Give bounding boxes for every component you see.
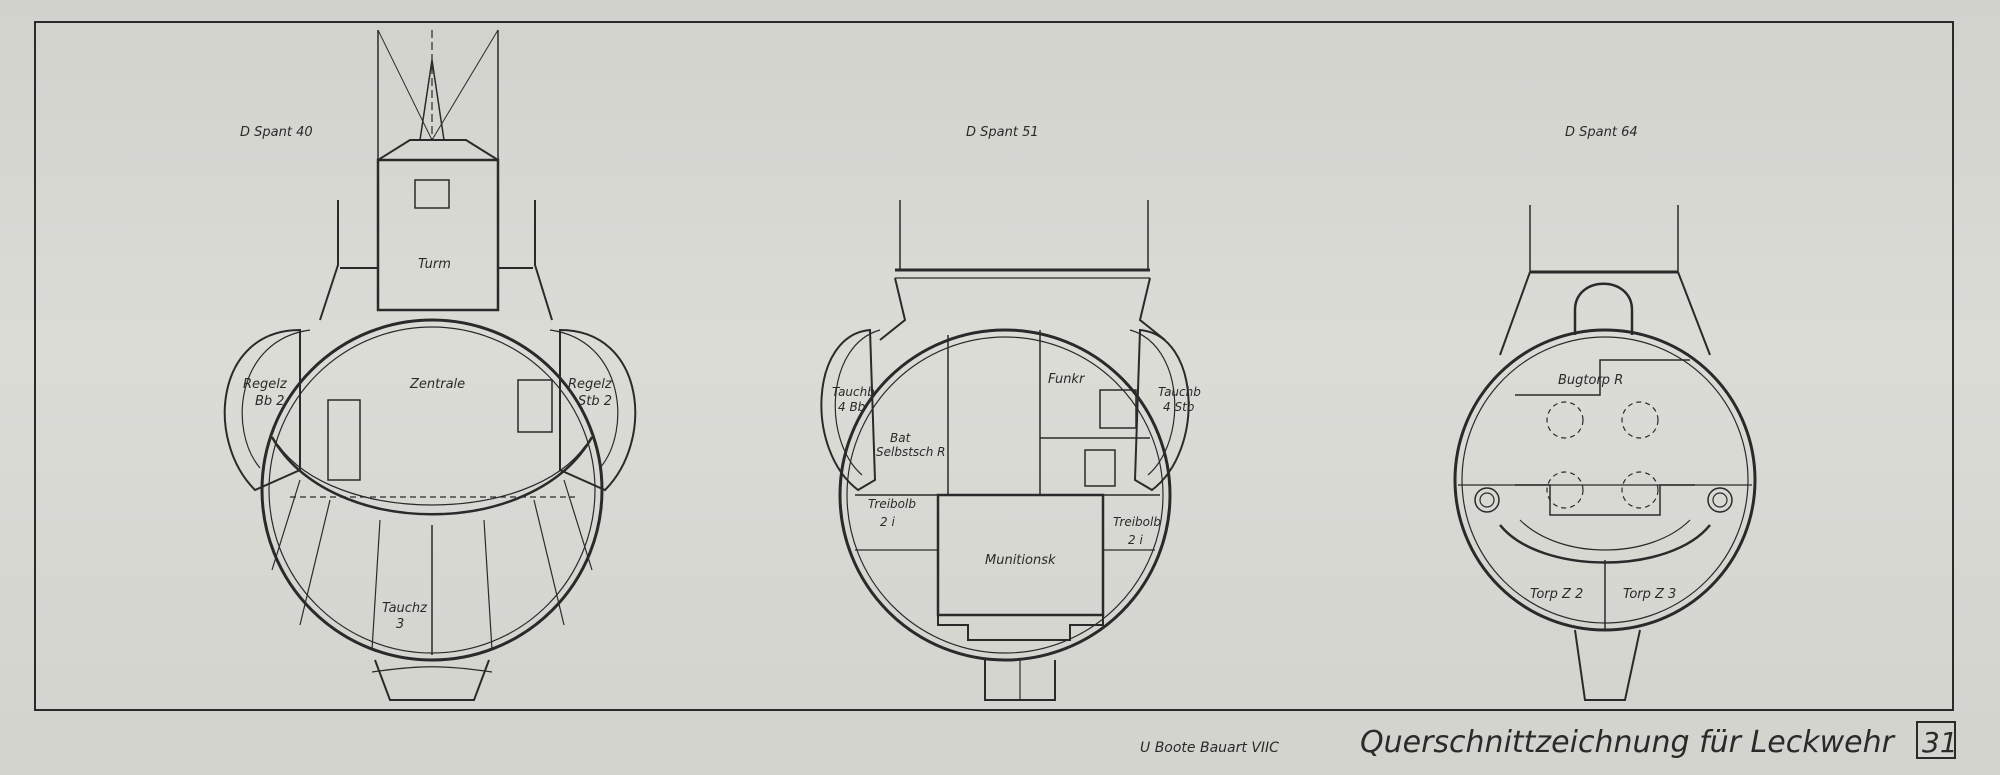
label-tauchz-2: 3 — [396, 617, 404, 632]
label-tauchb-stb-2: 4 Stb — [1163, 400, 1195, 414]
tauchb-bb-tank — [820, 328, 877, 492]
heading-spant-51: D Spant 51 — [966, 125, 1039, 140]
sheet-number-box — [1916, 721, 1956, 759]
label-regelz-stb-2: Stb 2 — [578, 394, 612, 409]
regelz-bb-tank — [223, 328, 301, 492]
label-treibolb-right-2: 2 i — [1128, 533, 1143, 547]
label-regelz-bb-1: Regelz — [243, 377, 288, 392]
turm-tower — [376, 158, 500, 312]
section-spant-64 — [1453, 205, 1757, 701]
munitionsk-box — [936, 493, 1105, 617]
label-funkr: Funkr — [1048, 372, 1086, 387]
label-zentrale: Zentrale — [409, 377, 465, 392]
drawing-title: Querschnittzeichnung für Leckwehr — [1360, 725, 1896, 760]
label-tauchb-bb-2: 4 Bb — [838, 400, 866, 414]
pressure-hull-40 — [260, 318, 604, 662]
heading-spant-40: D Spant 40 — [240, 125, 313, 140]
label-turm: Turm — [418, 257, 451, 272]
heading-spant-64: D Spant 64 — [1565, 125, 1638, 140]
labels: D Spant 40 D Spant 51 D Spant 64 Turm Ze… — [240, 125, 1958, 760]
label-treibolb-left-1: Treibolb — [868, 497, 916, 511]
label-bugtorp: Bugtorp R — [1558, 373, 1623, 388]
label-tauchb-stb-1: Tauchb — [1158, 385, 1201, 399]
label-treibolb-right-1: Treibolb — [1113, 515, 1161, 529]
regelz-stb-tank — [559, 328, 637, 492]
label-torp-z3: Torp Z 3 — [1623, 587, 1676, 602]
label-munitionsk: Munitionsk — [985, 553, 1056, 568]
label-bat-1: Bat — [890, 431, 912, 445]
label-tauchz-1: Tauchz — [382, 601, 428, 616]
label-regelz-stb-1: Regelz — [568, 377, 613, 392]
pressure-hull-51 — [838, 328, 1172, 662]
section-spant-51 — [820, 200, 1190, 701]
sheet-number: 31 — [1922, 726, 1958, 759]
label-tauchb-bb-1: Tauchb — [832, 385, 875, 399]
label-regelz-bb-2: Bb 2 — [255, 394, 285, 409]
drawing-border — [34, 21, 1954, 711]
label-torp-z2: Torp Z 2 — [1530, 587, 1583, 602]
section-spant-40 — [223, 29, 637, 701]
subtitle-bauart: U Boote Bauart VIIC — [1140, 740, 1279, 756]
label-treibolb-left-2: 2 i — [880, 515, 895, 529]
label-bat-2: Selbstsch R — [876, 445, 946, 459]
